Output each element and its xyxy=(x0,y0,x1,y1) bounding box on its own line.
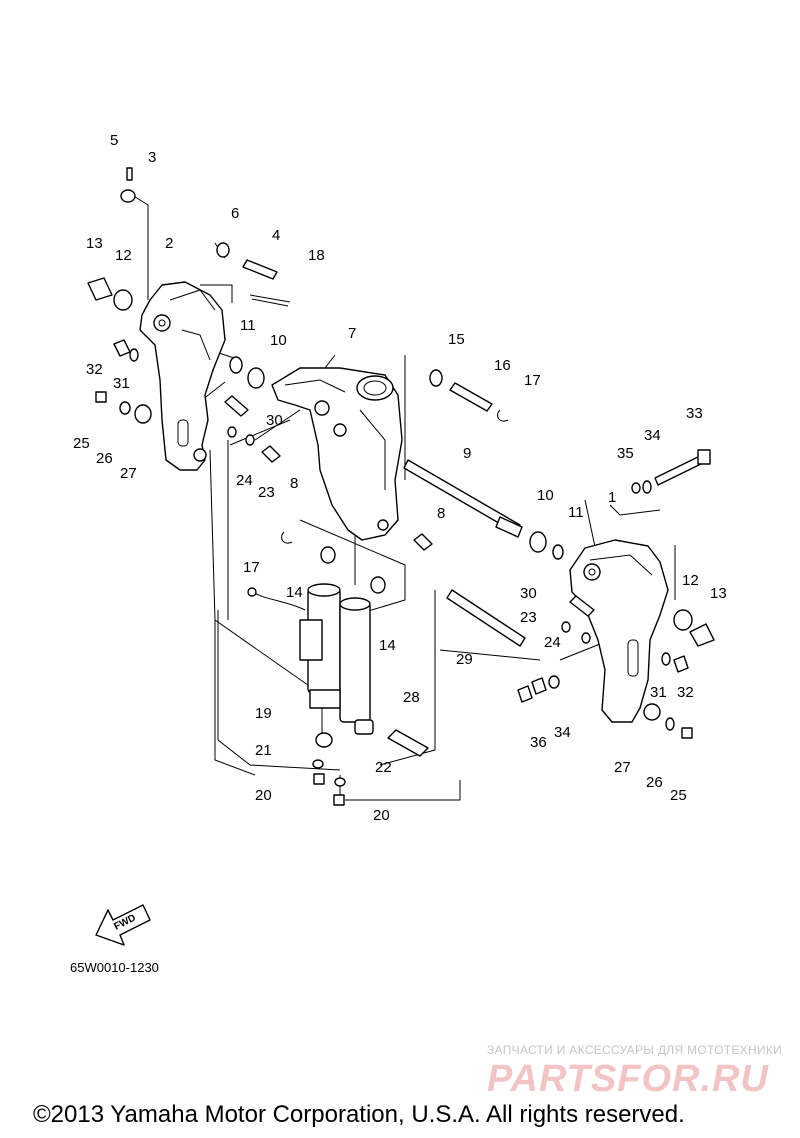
callout-35: 35 xyxy=(617,445,634,462)
callout-24: 24 xyxy=(544,634,561,651)
callout-20: 20 xyxy=(255,787,272,804)
callout-17: 17 xyxy=(243,559,260,576)
callout-6: 6 xyxy=(231,205,239,222)
callout-22: 22 xyxy=(375,759,392,776)
diagram-code: 65W0010-1230 xyxy=(70,960,159,975)
callout-36: 36 xyxy=(530,734,547,751)
callout-26: 26 xyxy=(646,774,663,791)
callout-34: 34 xyxy=(644,427,661,444)
callout-2: 2 xyxy=(165,235,173,252)
callout-23: 23 xyxy=(258,484,275,501)
callout-28: 28 xyxy=(403,689,420,706)
callout-17: 17 xyxy=(524,372,541,389)
callout-4: 4 xyxy=(272,227,280,244)
callout-13: 13 xyxy=(710,585,727,602)
callout-15: 15 xyxy=(448,331,465,348)
shafts-and-pins xyxy=(242,259,526,757)
callout-14: 14 xyxy=(379,637,396,654)
callout-25: 25 xyxy=(73,435,90,452)
callout-8: 8 xyxy=(290,475,298,492)
callout-11: 11 xyxy=(568,504,584,521)
callout-19: 19 xyxy=(255,705,272,722)
callout-16: 16 xyxy=(494,357,511,374)
callout-14: 14 xyxy=(286,584,303,601)
right-clamp-bracket xyxy=(569,539,669,723)
callout-31: 31 xyxy=(650,684,667,701)
callout-29: 29 xyxy=(456,651,473,668)
callout-20: 20 xyxy=(373,807,390,824)
leader-lines xyxy=(131,194,676,805)
callout-21: 21 xyxy=(255,742,272,759)
callout-10: 10 xyxy=(270,332,287,349)
callout-24: 24 xyxy=(236,472,253,489)
callout-12: 12 xyxy=(115,247,132,264)
callout-26: 26 xyxy=(96,450,113,467)
callout-8: 8 xyxy=(437,505,445,522)
callout-9: 9 xyxy=(463,445,471,462)
callout-5: 5 xyxy=(110,132,118,149)
callout-numbers: 5 3 6 4 2 13 12 18 11 10 7 15 16 17 32 3… xyxy=(73,132,727,824)
callout-11: 11 xyxy=(240,317,256,334)
callout-1: 1 xyxy=(608,489,616,506)
watermark-caption: ЗАПЧАСТИ И АКСЕССУАРЫ ДЛЯ МОТОТЕХНИКИ xyxy=(487,1043,783,1057)
callout-30: 30 xyxy=(520,585,537,602)
callout-31: 31 xyxy=(113,375,130,392)
left-clamp-bracket xyxy=(139,281,226,471)
callout-23: 23 xyxy=(520,609,537,626)
callout-32: 32 xyxy=(677,684,694,701)
callout-33: 33 xyxy=(686,405,703,422)
callout-10: 10 xyxy=(537,487,554,504)
callout-3: 3 xyxy=(148,149,156,166)
callout-18: 18 xyxy=(308,247,325,264)
watermark-logo: PARTSFOR.RU xyxy=(487,1058,769,1100)
tilt-cylinder xyxy=(247,583,374,748)
swivel-bracket xyxy=(271,367,403,541)
callout-7: 7 xyxy=(348,325,356,342)
callout-13: 13 xyxy=(86,235,103,252)
callout-27: 27 xyxy=(120,465,137,482)
callout-25: 25 xyxy=(670,787,687,804)
callout-34: 34 xyxy=(554,724,571,741)
callout-12: 12 xyxy=(682,572,699,589)
callout-27: 27 xyxy=(614,759,631,776)
small-hardware xyxy=(87,167,715,806)
copyright-notice: ©2013 Yamaha Motor Corporation, U.S.A. A… xyxy=(33,1101,685,1128)
fwd-arrow: FWD xyxy=(95,904,151,946)
callout-32: 32 xyxy=(86,361,103,378)
callout-30: 30 xyxy=(266,412,283,429)
